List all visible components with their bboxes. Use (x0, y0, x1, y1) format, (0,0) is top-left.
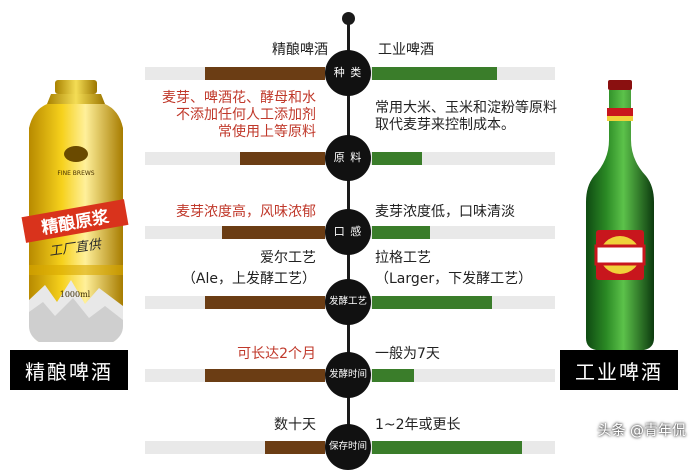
row-process-left-bar (205, 296, 325, 309)
craft-beer-label: 精酿啤酒 (10, 350, 128, 390)
node-process: 发酵工艺 (325, 279, 371, 325)
industrial-beer-label: 工业啤酒 (560, 350, 678, 390)
can-brand-small: FINE BREWS (57, 170, 94, 177)
can-brand-sub: 工厂直供 (48, 237, 104, 259)
row-taste-left-bar (222, 226, 325, 239)
row-type-left-bar (205, 67, 325, 80)
industrial-beer-bottle-image (586, 80, 654, 350)
row-storage-right-bar (372, 441, 522, 454)
row-ferment-time-left-bar (205, 369, 325, 382)
craft-beer-can-image: FINE BREWS 精酿原浆 工厂直供 1000ml (21, 80, 129, 342)
row-material-right-text: 常用大米、玉米和淀粉等原料 取代麦芽来控制成本。 (375, 100, 557, 133)
row-type-right-bar (372, 67, 497, 80)
row-ferment-time-left-text: 可长达2个月 (237, 346, 316, 362)
row-storage-left-bar (265, 441, 325, 454)
row-process-right-text: 拉格工艺 （Larger，下发酵工艺） (375, 250, 533, 287)
node-ferment-time: 发酵时间 (325, 352, 371, 398)
row-type-right-text: 工业啤酒 (378, 42, 434, 58)
row-ferment-time-right-bar (372, 369, 414, 382)
row-process-left-text: 爱尔工艺 （Ale，上发酵工艺） (181, 250, 316, 287)
row-taste-left-text: 麦芽浓度高，风味浓郁 (176, 204, 316, 220)
node-type: 种 类 (325, 50, 371, 96)
row-ferment-time-right-text: 一般为7天 (375, 346, 440, 362)
row-taste-right-text: 麦芽浓度低，口味清淡 (375, 204, 515, 220)
node-material: 原 料 (325, 135, 371, 181)
row-storage-left-text: 数十天 (274, 417, 316, 433)
row-material-right-bar (372, 152, 422, 165)
row-material-left-bar (240, 152, 325, 165)
row-material-left-text: 麦芽、啤酒花、酵母和水 不添加任何人工添加剂 常使用上等原料 (162, 90, 316, 140)
row-storage-right-text: 1~2年或更长 (375, 417, 461, 433)
row-process-right-bar (372, 296, 492, 309)
row-taste-right-bar (372, 226, 430, 239)
can-volume: 1000ml (60, 290, 91, 299)
row-type-left-text: 精酿啤酒 (272, 42, 328, 58)
watermark: 头条 @青年侃 (597, 423, 686, 439)
node-storage: 保存时间 (325, 424, 371, 470)
node-taste: 口 感 (325, 209, 371, 255)
